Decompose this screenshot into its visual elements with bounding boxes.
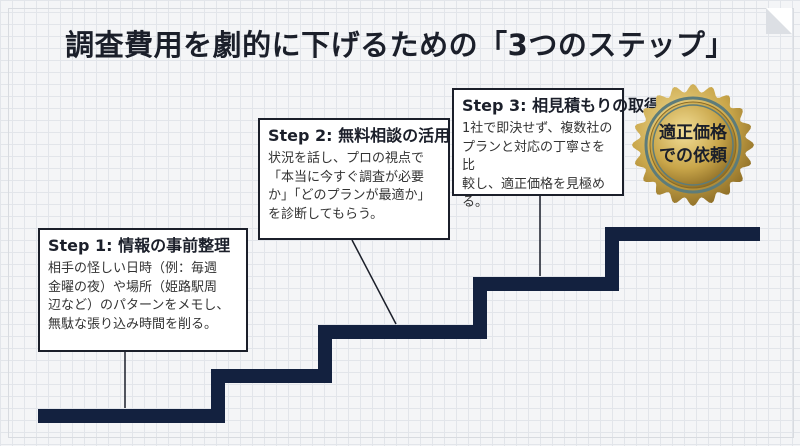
step2-line: か」「どのプランが最適か」: [268, 188, 431, 203]
folded-corner: [766, 8, 792, 34]
seal-icon: [632, 84, 754, 206]
step2-title: Step 2: 無料相談の活用: [268, 126, 451, 145]
step1-title: Step 1: 情報の事前整理: [48, 236, 231, 255]
step1-box: Step 1: 情報の事前整理 相手の怪しい日時（例：毎週 金曜の夜）や場所（姫…: [38, 228, 248, 352]
step1-line: 相手の怪しい日時（例：毎週: [48, 261, 218, 276]
step3-description: 1社で即決せず、複数社の プランと対応の丁寧さを比 較し、適正価格を見極める。: [462, 120, 614, 213]
gold-seal-badge: 適正価格 での依頼: [630, 82, 756, 208]
step3-line: 1社で即決せず、複数社の: [462, 121, 613, 136]
step2-line: 状況を話し、プロの視点で: [268, 151, 425, 166]
step3-box: Step 3: 相見積もりの取得 1社で即決せず、複数社の プランと対応の丁寧さ…: [452, 88, 661, 210]
step2-description: 状況を話し、プロの視点で 「本当に今すぐ調査が必要 か」「どのプランが最適か」 …: [268, 150, 440, 224]
step1-line: 無駄な張り込み時間を削る。: [48, 316, 218, 332]
step2-line: を診断してもらう。: [268, 206, 384, 222]
step3-line: 較し、適正価格を見極める。: [462, 176, 606, 211]
step1-description: 相手の怪しい日時（例：毎週 金曜の夜）や場所（姫路駅周 辺など）のパターンをメモ…: [48, 260, 238, 334]
step1-line: 金曜の夜）や場所（姫路駅周: [48, 279, 218, 295]
step3-title: Step 3: 相見積もりの取得: [462, 96, 661, 115]
staircase: [38, 227, 760, 423]
seal-text: 適正価格 での依頼: [630, 122, 756, 168]
page-title: 調査費用を劇的に下げるための「3つのステップ」: [65, 28, 735, 62]
step3-line: プランと対応の丁寧さを比: [462, 139, 606, 174]
step1-line: 辺など）のパターンをメモし、: [48, 298, 230, 313]
page-background: [8, 8, 794, 438]
seal-line-2: での依頼: [659, 146, 727, 166]
step2-connector: [351, 239, 397, 325]
step2-box: Step 2: 無料相談の活用 状況を話し、プロの視点で 「本当に今すぐ調査が必…: [258, 118, 450, 240]
step2-line: 「本当に今すぐ調査が必要: [268, 169, 425, 185]
seal-line-1: 適正価格: [659, 123, 727, 143]
